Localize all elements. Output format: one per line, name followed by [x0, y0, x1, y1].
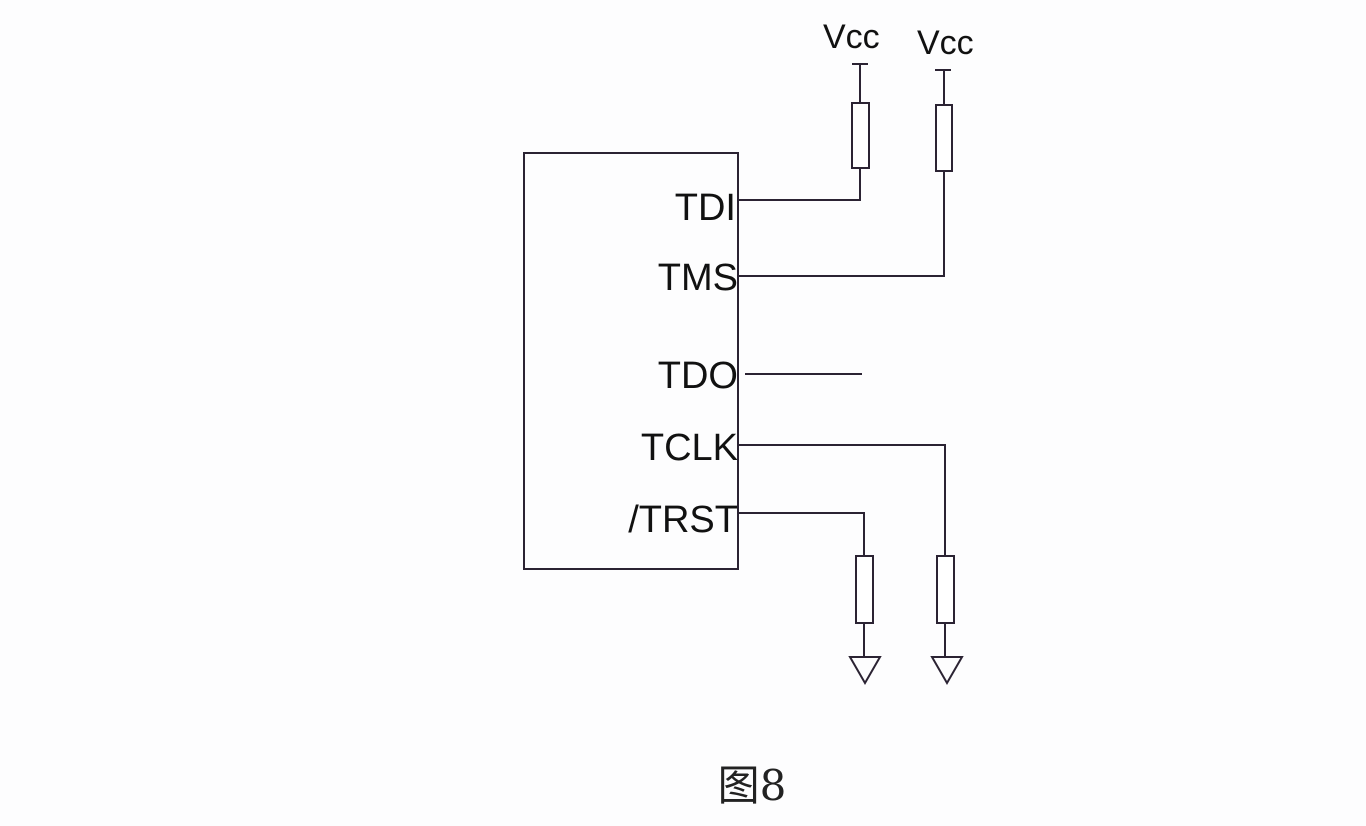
- resistor-trst-pulldown: [855, 555, 874, 624]
- ground-icon-tclk: [930, 656, 964, 686]
- ground-icon-trst: [848, 656, 882, 686]
- wire-trst: [738, 512, 865, 656]
- pin-label-tclk: TCLK: [641, 427, 738, 469]
- wire-tdi: [738, 64, 861, 201]
- vcc-label-right: Vcc: [917, 24, 974, 62]
- pin-label-tdo: TDO: [658, 355, 738, 397]
- chip-body: [523, 152, 739, 570]
- resistor-tms-pullup: [935, 104, 953, 172]
- vcc-label-left: Vcc: [823, 18, 880, 56]
- figure-caption: 图8: [718, 761, 787, 810]
- pin-label-tms: TMS: [658, 257, 738, 299]
- resistor-tdi-pullup: [851, 102, 870, 169]
- wire-tclk: [738, 444, 946, 656]
- pin-label-tdi: TDI: [675, 187, 736, 229]
- pin-label-trst: /TRST: [628, 499, 738, 541]
- wire-tms: [738, 70, 945, 277]
- resistor-tclk-pulldown: [936, 555, 955, 624]
